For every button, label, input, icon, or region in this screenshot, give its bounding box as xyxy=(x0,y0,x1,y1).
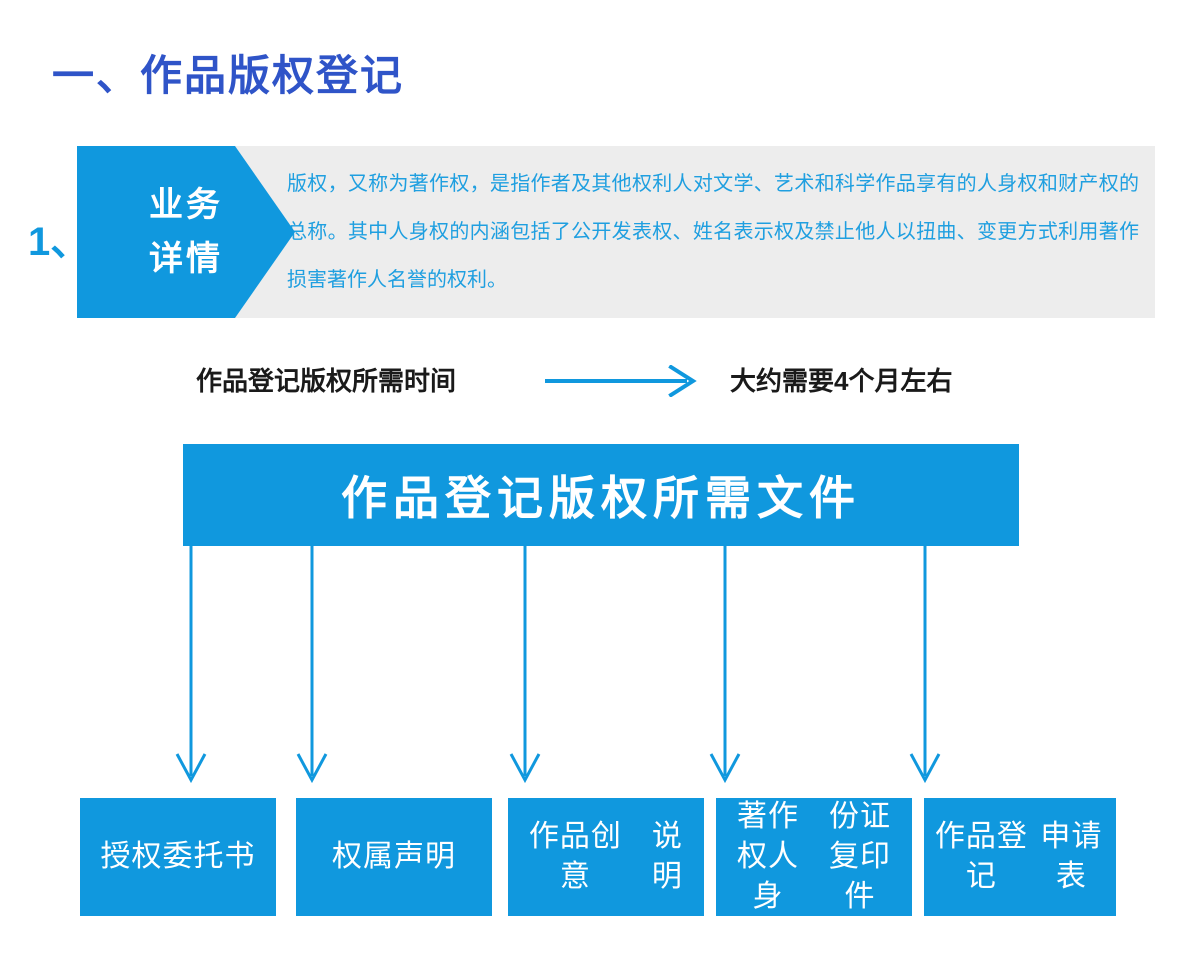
documents-banner-title: 作品登记版权所需文件 xyxy=(341,462,861,528)
document-box-label-line: 著作权人身 xyxy=(722,797,814,917)
document-box-label-line: 说明 xyxy=(637,817,698,897)
business-detail-block: 版权，又称为著作权，是指作者及其他权利人对文学、艺术和科学作品享有的人身权和财产… xyxy=(77,146,1155,318)
document-box[interactable]: 著作权人身份证复印件 xyxy=(716,798,912,916)
document-box-label-line: 份证复印件 xyxy=(814,797,906,917)
duration-row: 作品登记版权所需时间 大约需要4个月左右 xyxy=(180,360,1020,402)
connector-arrows xyxy=(0,540,1200,800)
duration-value: 大约需要4个月左右 xyxy=(730,360,952,402)
document-box-label-line: 申请表 xyxy=(1033,817,1110,897)
documents-banner: 作品登记版权所需文件 xyxy=(183,444,1019,546)
document-box-label-line: 授权委托书 xyxy=(101,837,256,877)
business-detail-tab-line-2: 详情 xyxy=(149,232,223,286)
document-box[interactable]: 授权委托书 xyxy=(80,798,276,916)
document-box-list: 授权委托书 权属声明 作品创意说明著作权人身份证复印件作品登记申请表 xyxy=(80,798,1116,916)
document-box[interactable]: 作品创意说明 xyxy=(508,798,704,916)
document-box-label-line: 权属声明 xyxy=(332,837,456,877)
document-box[interactable]: 作品登记申请表 xyxy=(924,798,1116,916)
duration-label: 作品登记版权所需时间 xyxy=(196,360,456,402)
document-box[interactable]: 权属声明 xyxy=(296,798,492,916)
right-arrow-icon xyxy=(545,365,700,397)
business-detail-tab-line-1: 业务 xyxy=(149,178,223,232)
document-box-label-line: 作品创意 xyxy=(514,817,637,897)
business-detail-text: 版权，又称为著作权，是指作者及其他权利人对文学、艺术和科学作品享有的人身权和财产… xyxy=(287,160,1139,304)
document-box-label-line: 作品登记 xyxy=(930,817,1033,897)
page-title: 一、作品版权登记 xyxy=(52,42,404,103)
